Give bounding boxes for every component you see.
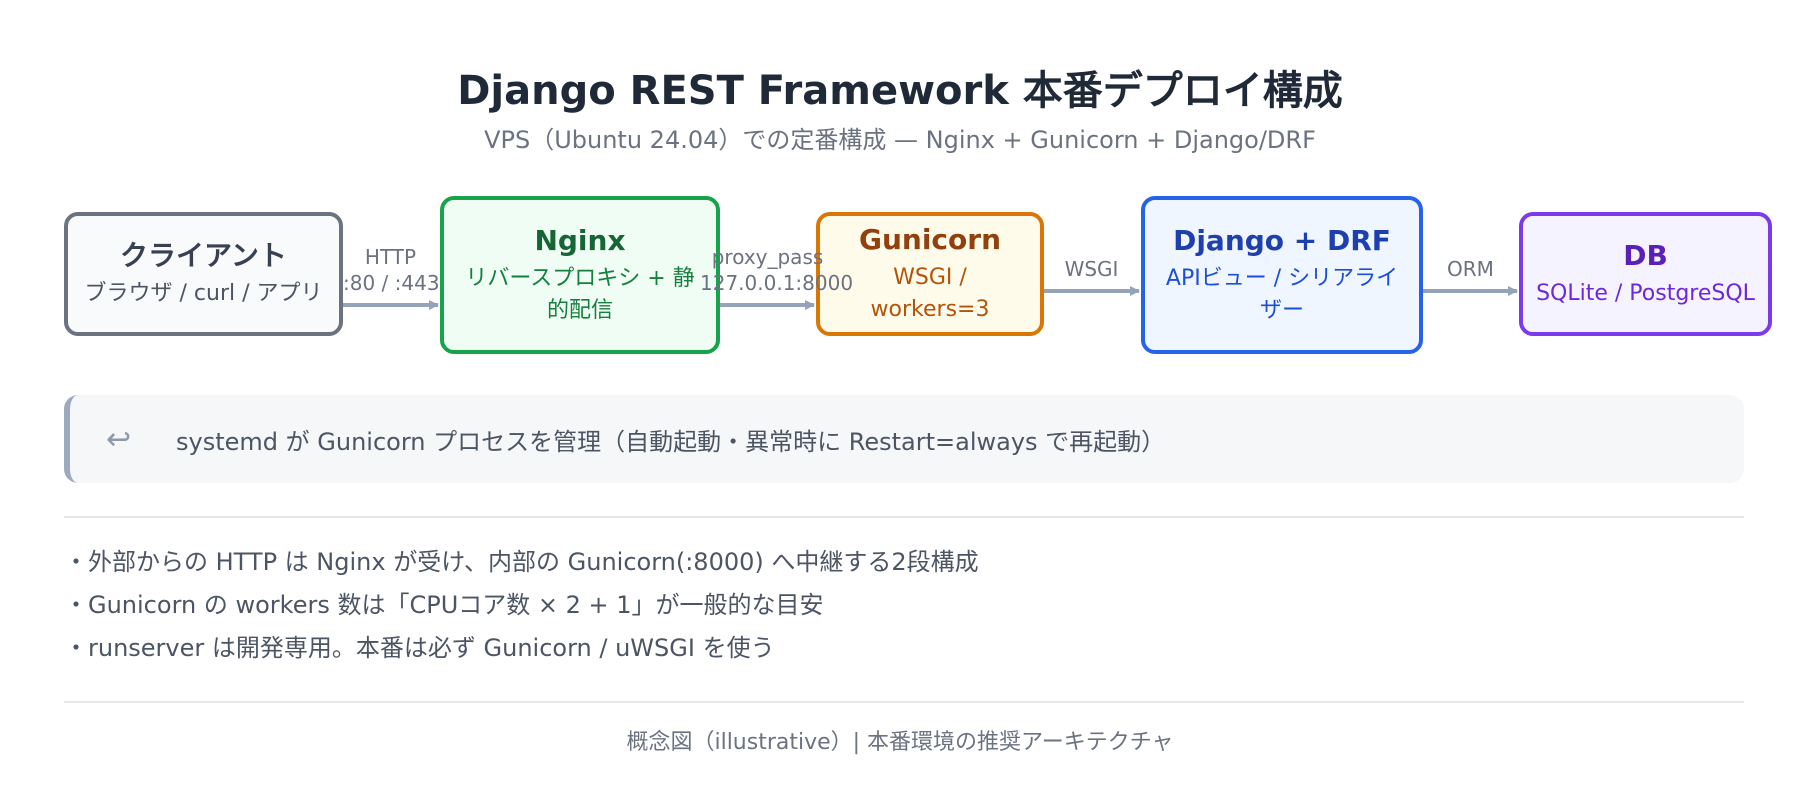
connector-label-wsgi: WSGI bbox=[1044, 256, 1139, 282]
connector-label-wsgi-line1: WSGI bbox=[1064, 257, 1119, 281]
bullet-item: ・Gunicorn の workers 数は「CPUコア数 × 2 + 1」が一… bbox=[64, 591, 824, 619]
node-django-title: Django + DRF bbox=[1173, 224, 1391, 257]
systemd-note-text: systemd が Gunicorn プロセスを管理（自動起動・異常時に Res… bbox=[176, 427, 1166, 456]
node-gunicorn-title: Gunicorn bbox=[858, 223, 1002, 256]
connector-label-proxy-line2: 127.0.0.1:8000 bbox=[700, 271, 854, 295]
connector-label-orm-line1: ORM bbox=[1447, 257, 1494, 281]
diagram-subtitle: VPS（Ubuntu 24.04）での定番構成 — Nginx + Gunico… bbox=[484, 126, 1316, 154]
node-django-sub: APIビュー / シリアライザー bbox=[1165, 266, 1399, 323]
bullet-item: ・外部からの HTTP は Nginx が受け、内部の Gunicorn(:80… bbox=[64, 548, 979, 576]
node-gunicorn-sub: WSGI / workers=3 bbox=[870, 265, 990, 322]
connector-label-orm: ORM bbox=[1423, 256, 1518, 282]
node-db-title: DB bbox=[1623, 239, 1668, 272]
diagram-title: Django REST Framework 本番デプロイ構成 bbox=[457, 68, 1343, 114]
node-client-title: クライアント bbox=[120, 239, 287, 272]
connector-label-http: HTTP :80 / :443 bbox=[343, 244, 440, 296]
connector-label-http-line2: :80 / :443 bbox=[343, 271, 440, 295]
connector-label-proxy-line1: proxy_pass bbox=[711, 245, 824, 269]
node-gunicorn: Gunicorn WSGI / workers=3 bbox=[816, 212, 1044, 336]
bullet-list: ・外部からの HTTP は Nginx が受け、内部の Gunicorn(:80… bbox=[64, 541, 979, 670]
divider-top bbox=[64, 516, 1744, 518]
node-nginx-title: Nginx bbox=[534, 224, 626, 257]
node-client-sub: ブラウザ / curl / アプリ bbox=[84, 281, 323, 306]
node-nginx: Nginx リバースプロキシ + 静的配信 bbox=[440, 196, 720, 354]
node-db: DB SQLite / PostgreSQL bbox=[1519, 212, 1772, 336]
footer-caption: 概念図（illustrative）| 本番環境の推奨アーキテクチャ bbox=[626, 730, 1174, 755]
bullet-item: ・runserver は開発専用。本番は必ず Gunicorn / uWSGI … bbox=[64, 634, 775, 662]
node-client: クライアント ブラウザ / curl / アプリ bbox=[64, 212, 343, 336]
node-db-sub: SQLite / PostgreSQL bbox=[1536, 281, 1755, 306]
connector-label-http-line1: HTTP bbox=[364, 245, 417, 269]
return-arrow-icon: ↩ bbox=[106, 421, 132, 457]
connector-label-proxy: proxy_pass 127.0.0.1:8000 bbox=[700, 244, 854, 296]
node-django: Django + DRF APIビュー / シリアライザー bbox=[1141, 196, 1423, 354]
systemd-note: ↩ systemd が Gunicorn プロセスを管理（自動起動・異常時に R… bbox=[64, 395, 1744, 483]
node-nginx-sub: リバースプロキシ + 静的配信 bbox=[465, 266, 695, 323]
divider-bottom bbox=[64, 701, 1744, 703]
